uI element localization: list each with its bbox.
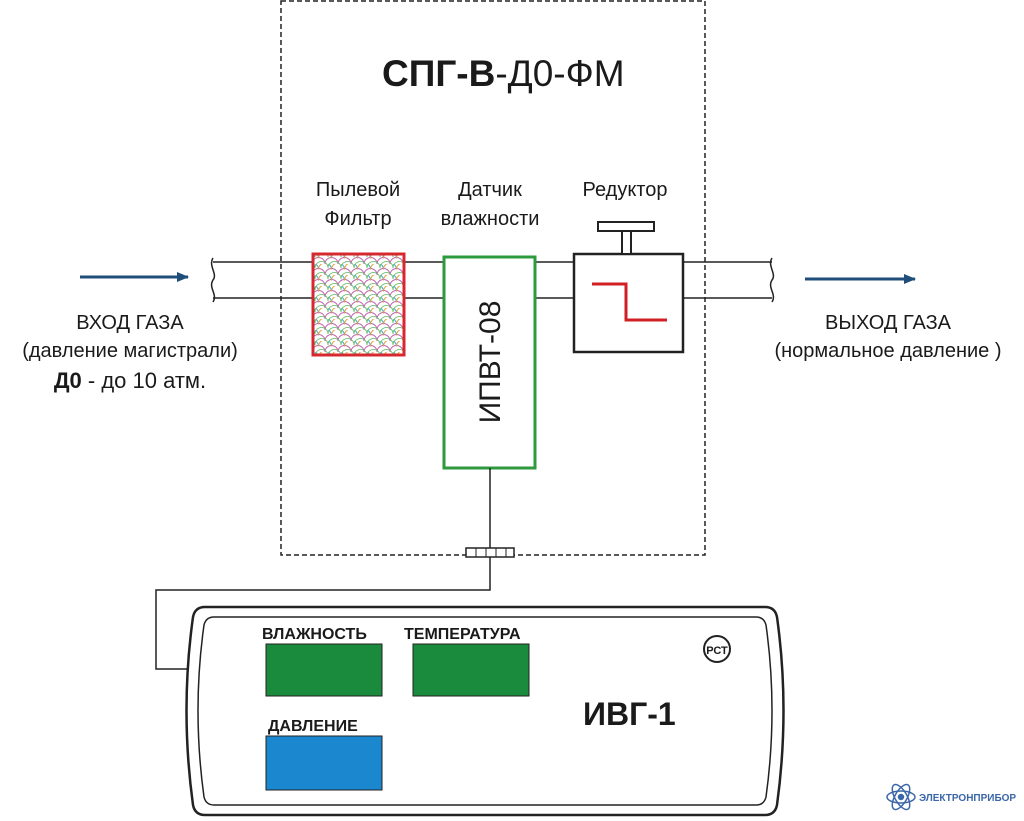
sensor-label-2: влажности (441, 208, 540, 230)
pressure-display-label: ДАВЛЕНИЕ (268, 718, 358, 735)
device-name: ИВГ-1 (583, 696, 676, 732)
inlet-label-1: ВХОД ГАЗА (76, 312, 184, 334)
pressure-reducer (572, 221, 685, 354)
dust-filter (311, 252, 406, 357)
system-title: СПГ-В-Д0-ФМ (382, 53, 625, 94)
pct-cert-mark: РСТ (703, 635, 731, 663)
company-logo-text: ЭЛЕКТРОНПРИБОР (919, 793, 1016, 804)
sensor-model-label: ИПВТ-08 (474, 301, 507, 424)
outlet-label-2: (нормальное давление ) (774, 340, 1001, 362)
pressure-display (265, 735, 383, 791)
humidity-display-label: ВЛАЖНОСТЬ (262, 626, 367, 643)
atom-logo-icon (886, 783, 916, 811)
outlet-label-1: ВЫХОД ГАЗА (825, 312, 952, 334)
filter-label-2: Фильтр (324, 208, 391, 230)
humidity-display (265, 643, 383, 697)
svg-text:РСТ: РСТ (706, 645, 728, 657)
system-boundary (280, 0, 706, 556)
temperature-display-label: ТЕМПЕРАТУРА (404, 626, 521, 643)
filter-label-1: Пылевой (316, 179, 400, 201)
reducer-label: Редуктор (583, 179, 668, 201)
inlet-label-3: Д0 - до 10 атм. (54, 368, 206, 393)
cable-connector (465, 547, 515, 558)
inlet-label-2: (давление магистрали) (22, 340, 238, 362)
sensor-label-1: Датчик (458, 179, 522, 201)
temperature-display (412, 643, 530, 697)
